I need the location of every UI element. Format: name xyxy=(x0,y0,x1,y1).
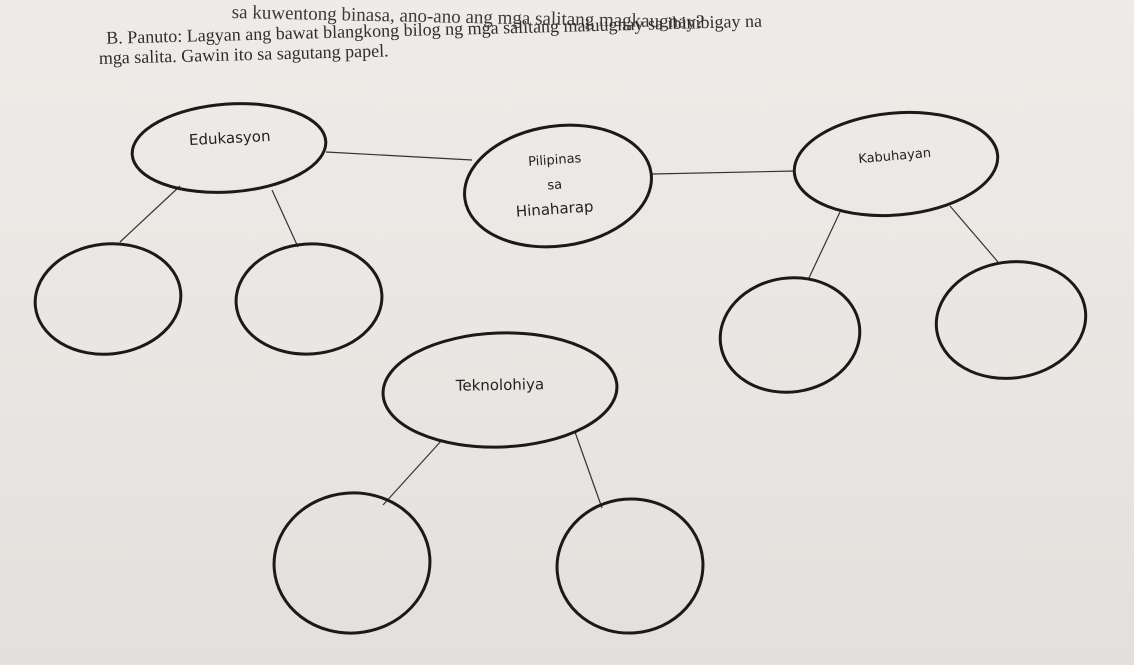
connector-edukasyon-center xyxy=(325,151,473,161)
node-center xyxy=(463,123,653,249)
node-kabuhayan xyxy=(792,110,1000,218)
label-center-line1: Pilipinas xyxy=(528,151,582,170)
label-center-line2: sa xyxy=(547,178,563,194)
connector-teknolohiya-right xyxy=(574,431,603,509)
blank-circle-edukasyon-1[interactable] xyxy=(30,237,187,362)
node-teknolohiya xyxy=(381,331,619,449)
node-edukasyon xyxy=(130,102,328,194)
label-kabuhayan: Kabuhayan xyxy=(858,146,932,167)
connector-edukasyon-left xyxy=(119,185,181,243)
connector-kabuhayan-left xyxy=(807,211,841,281)
blank-circle-teknolohiya-2[interactable] xyxy=(551,493,708,639)
blank-circle-kabuhayan-2[interactable] xyxy=(929,252,1094,388)
label-teknolohiya: Teknolohiya xyxy=(455,375,545,395)
blank-circle-teknolohiya-1[interactable] xyxy=(268,486,436,639)
label-edukasyon: Edukasyon xyxy=(189,127,271,149)
connector-edukasyon-right xyxy=(271,189,299,248)
blank-circle-kabuhayan-1[interactable] xyxy=(713,269,868,401)
blank-circle-edukasyon-2[interactable] xyxy=(232,239,385,359)
connector-teknolohiya-left xyxy=(382,439,443,506)
connector-center-kabuhayan xyxy=(651,170,796,175)
connector-kabuhayan-right xyxy=(949,205,999,263)
label-center-line3: Hinaharap xyxy=(515,197,594,220)
